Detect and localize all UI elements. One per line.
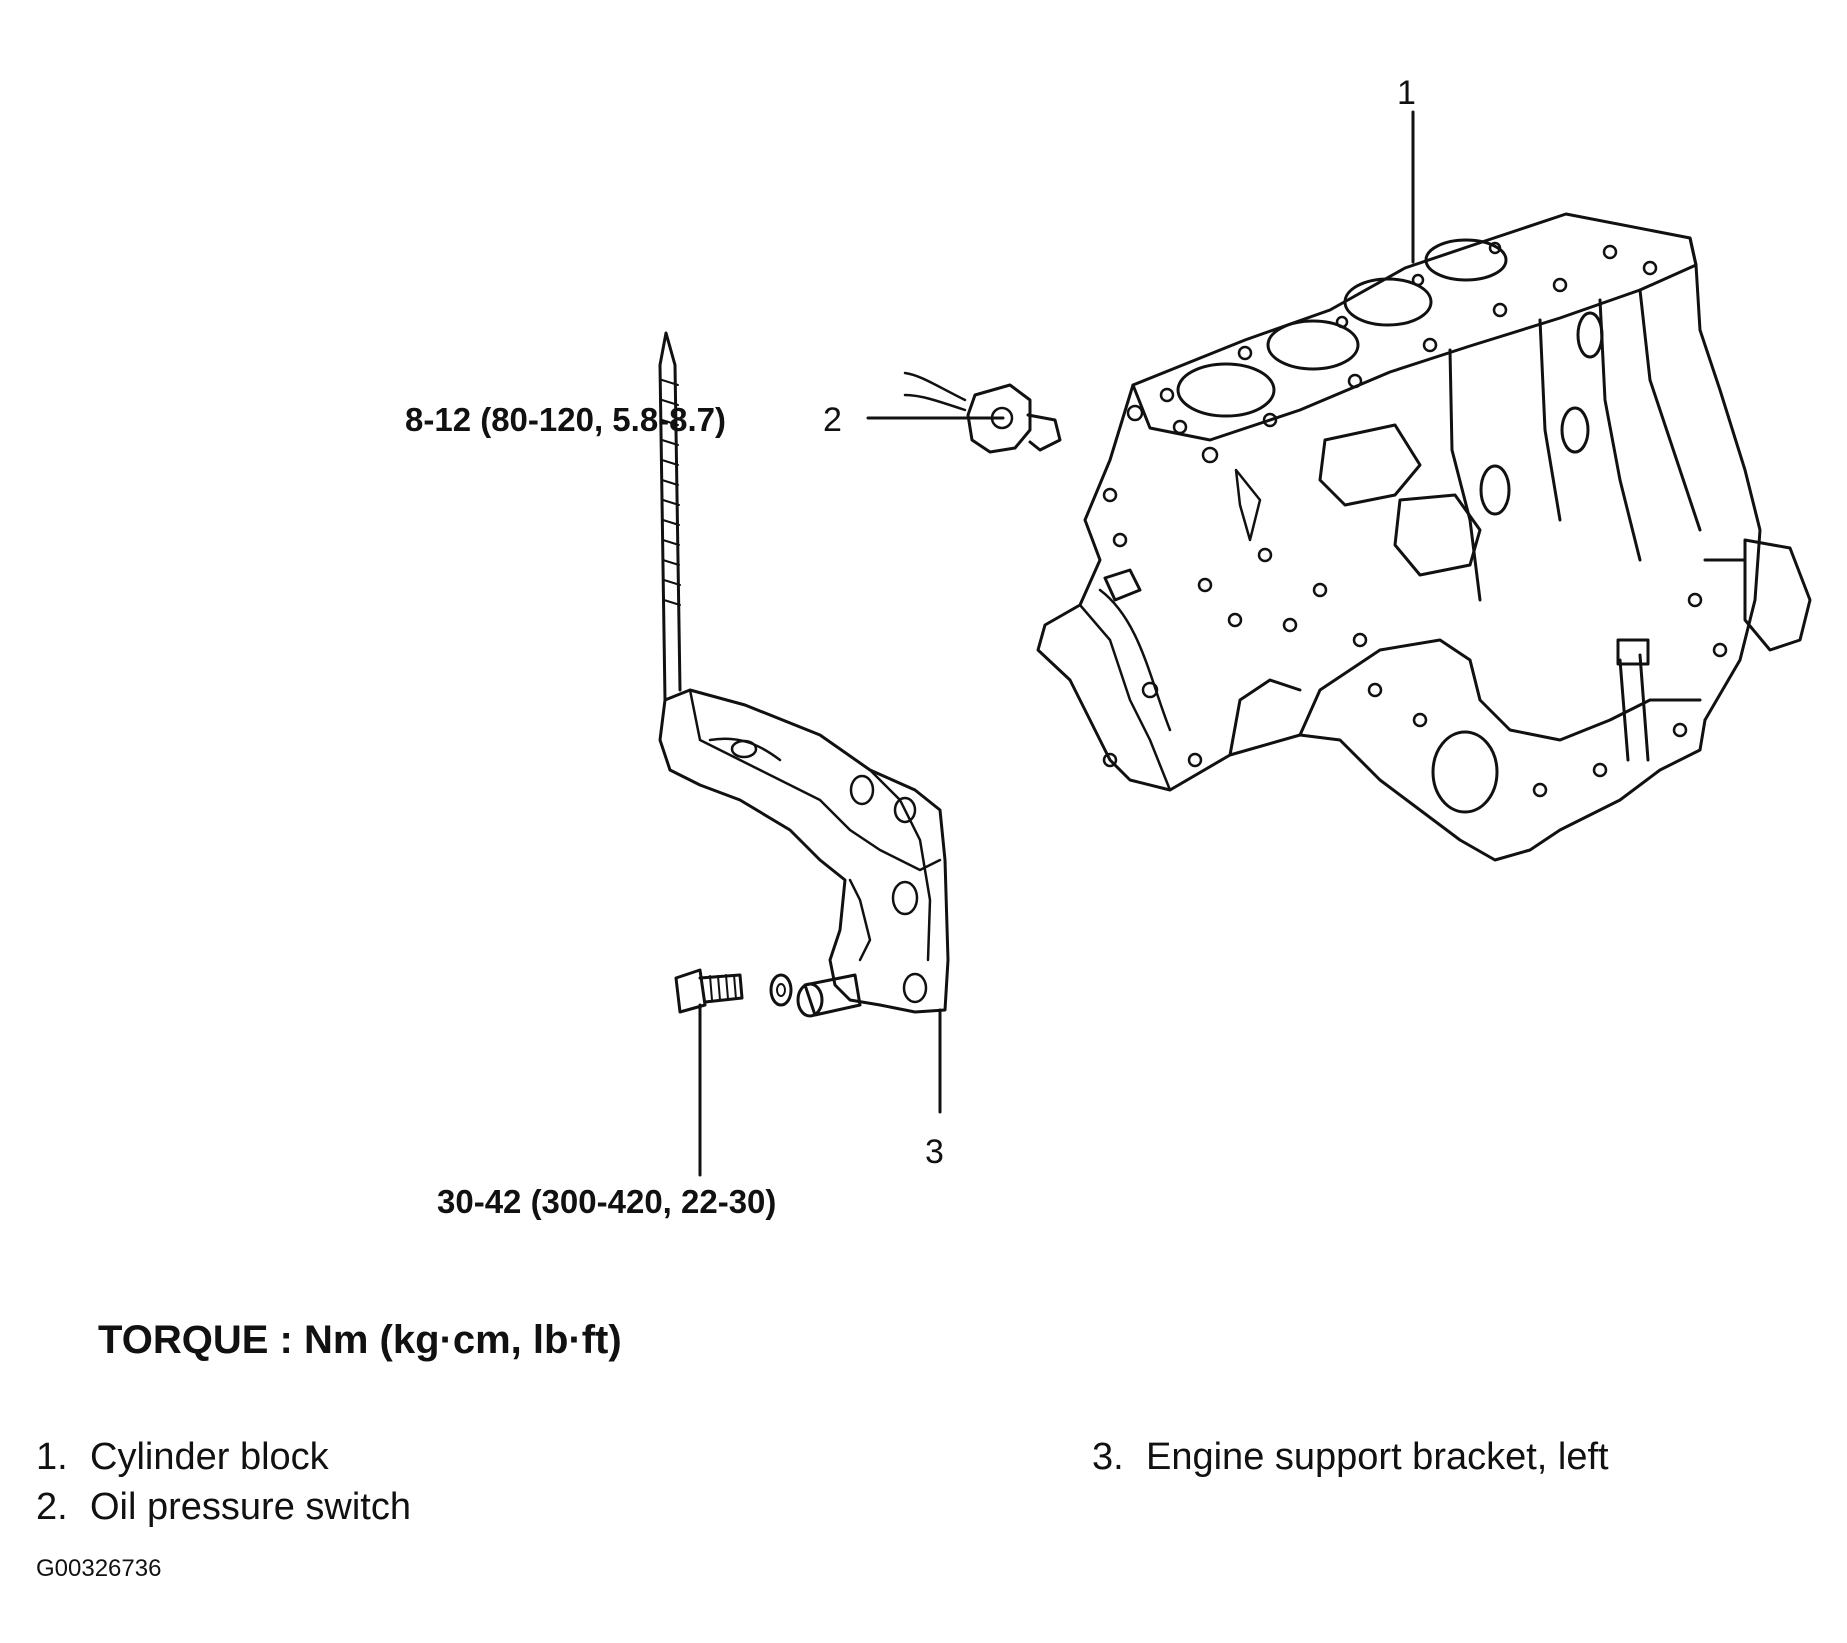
- torque-spec-bracket-bolt: 30-42 (300-420, 22-30): [437, 1183, 777, 1220]
- legend-label: Cylinder block: [90, 1436, 329, 1478]
- callout-1: 1: [1397, 74, 1416, 112]
- legend-number: 3.: [1092, 1436, 1124, 1478]
- bolt-and-washer-drawing: [674, 968, 793, 1014]
- legend-number: 1.: [36, 1436, 68, 1478]
- legend-number: 2.: [36, 1486, 68, 1528]
- callout-2: 2: [823, 401, 842, 439]
- torque-spec-oil-pressure-switch: 8-12 (80-120, 5.8-8.7): [405, 401, 727, 438]
- legend-item-2: 2. Oil pressure switch: [36, 1488, 411, 1526]
- cylinder-block-drawing: [1036, 212, 1812, 862]
- torque-units-note: TORQUE : Nm (kg·cm, lb·ft): [98, 1318, 622, 1362]
- oil-pressure-switch-drawing: [903, 371, 1062, 454]
- callout-3: 3: [925, 1133, 944, 1171]
- figure-code: G00326736: [36, 1555, 162, 1582]
- legend-item-3: 3. Engine support bracket, left: [1092, 1438, 1609, 1476]
- legend-item-1: 1. Cylinder block: [36, 1438, 329, 1476]
- legend-label: Engine support bracket, left: [1146, 1436, 1609, 1478]
- legend-label: Oil pressure switch: [90, 1486, 411, 1528]
- engine-support-bracket-drawing: [658, 331, 950, 1018]
